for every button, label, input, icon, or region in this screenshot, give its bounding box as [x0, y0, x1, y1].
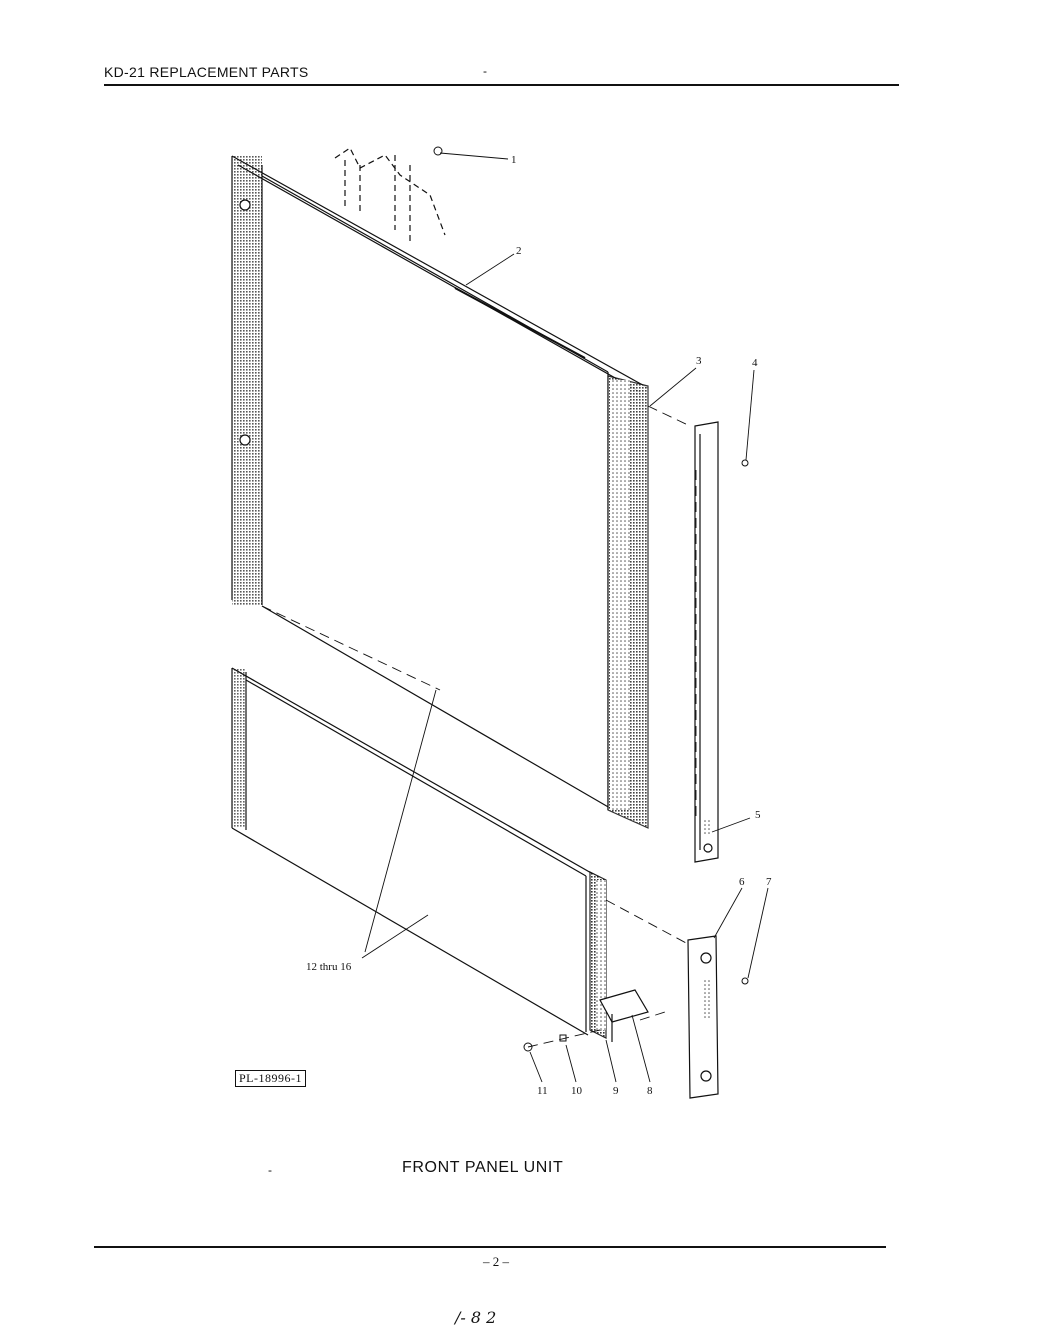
assembly-lines [261, 405, 697, 1048]
lower-panel [231, 667, 649, 1042]
callout-2: 2 [516, 245, 522, 257]
header-rule [104, 84, 899, 86]
figure-caption: FRONT PANEL UNIT [402, 1159, 564, 1176]
callout-11: 11 [537, 1085, 548, 1097]
page-number: – 2 – [483, 1254, 509, 1269]
callout-4: 4 [752, 357, 758, 369]
screws [433, 146, 749, 1052]
header-mark: - [483, 64, 487, 78]
upper-panel [231, 147, 649, 829]
bracket-lower [687, 935, 719, 1099]
footer-rule [94, 1246, 886, 1248]
leader-lines [361, 152, 769, 1083]
callout-8: 8 [647, 1085, 653, 1097]
figure-code-label: PL-18996-1 [235, 1070, 306, 1087]
handwritten-note: /- 8 2 [455, 1308, 497, 1327]
bracket-upper [694, 421, 719, 863]
callout-3: 3 [696, 355, 702, 367]
callout-7: 7 [766, 876, 772, 888]
callout-9: 9 [613, 1085, 619, 1097]
callout-10: 10 [571, 1085, 583, 1097]
caption-mark: - [268, 1163, 272, 1177]
callout-1: 1 [511, 154, 517, 166]
callout-12-thru-16: 12 thru 16 [306, 961, 352, 973]
callout-6: 6 [739, 876, 745, 888]
callout-5: 5 [755, 809, 761, 821]
page-header-title: KD-21 REPLACEMENT PARTS [104, 64, 309, 80]
